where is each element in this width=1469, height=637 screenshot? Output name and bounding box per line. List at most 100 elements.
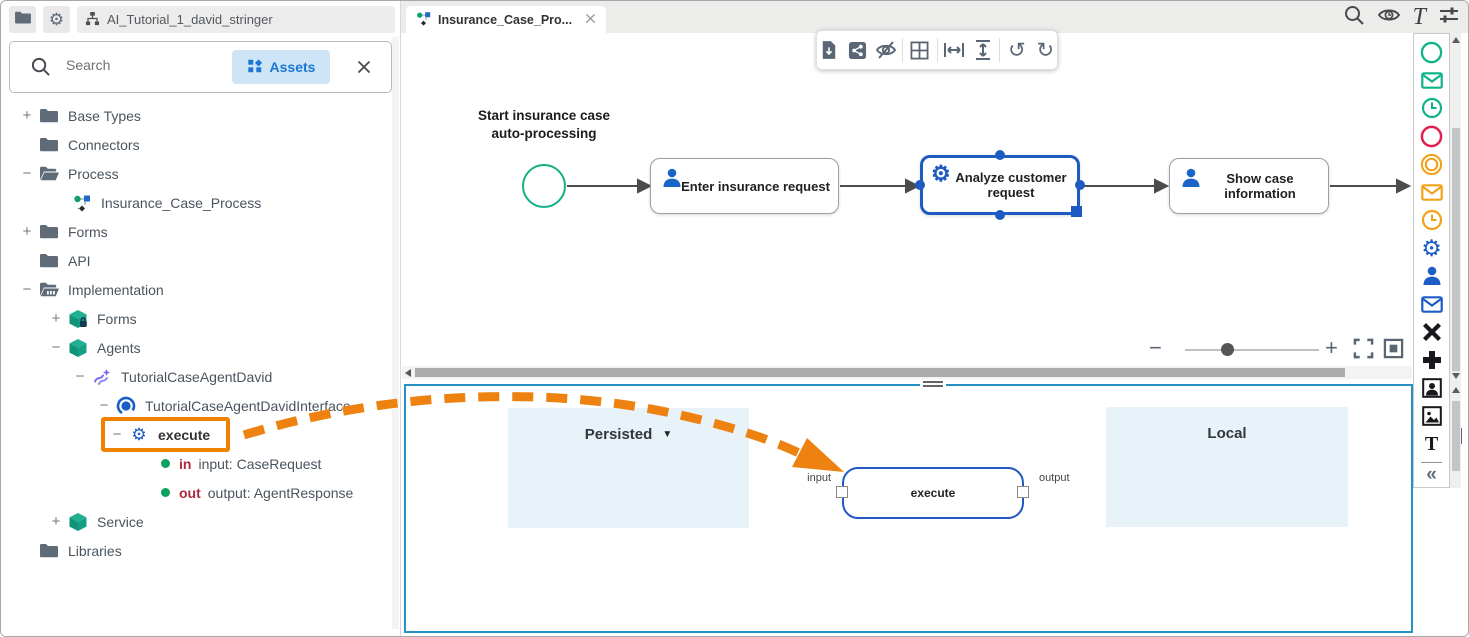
tab-title: Insurance_Case_Pro... <box>438 12 573 27</box>
tree-item-input-parameter[interactable]: in input: CaseRequest <box>1 449 393 478</box>
input-port[interactable] <box>836 486 848 498</box>
expand-toggle[interactable]: + <box>51 310 61 327</box>
parallel-gateway-plus-icon[interactable] <box>1414 346 1449 374</box>
expand-toggle[interactable]: + <box>51 513 61 530</box>
collapse-toggle[interactable]: − <box>99 397 109 414</box>
zoom-in-button[interactable]: + <box>1325 335 1338 360</box>
clear-search-icon[interactable] <box>356 59 372 80</box>
selection-handle-corner[interactable] <box>1071 206 1082 217</box>
folder-button[interactable] <box>9 6 36 33</box>
service-gear-icon[interactable]: ⚙ <box>1421 234 1442 261</box>
image-icon[interactable] <box>1414 402 1449 430</box>
end-event-circle-icon[interactable] <box>1414 122 1449 150</box>
task-enter-insurance-request[interactable]: Enter insurance request <box>650 158 839 214</box>
tune-icon[interactable] <box>1438 4 1460 31</box>
scrollbar-thumb[interactable] <box>1451 401 1460 471</box>
local-scope-box[interactable]: Local <box>1106 407 1348 527</box>
scroll-up-icon[interactable] <box>1452 37 1460 43</box>
selection-handle-left[interactable] <box>915 180 925 190</box>
toolbar-separator <box>902 38 904 62</box>
hide-eye-icon[interactable] <box>874 36 897 64</box>
intermediate-event-icon[interactable] <box>1414 150 1449 178</box>
tree-item-service[interactable]: + Service <box>1 507 393 536</box>
export-file-icon[interactable] <box>817 36 840 64</box>
left-panel-scrollbar[interactable] <box>392 37 399 629</box>
tree-item-insurance-case-process[interactable]: Insurance_Case_Process <box>1 188 393 217</box>
vertical-space-icon[interactable] <box>971 36 994 64</box>
tree-item-implementation[interactable]: − Implementation <box>1 275 393 304</box>
tree-item-api[interactable]: API <box>1 246 393 275</box>
tree-item-output-parameter[interactable]: out output: AgentResponse <box>1 478 393 507</box>
exclusive-gateway-x-icon[interactable] <box>1414 318 1449 346</box>
scroll-left-icon[interactable] <box>405 368 411 377</box>
collapse-palette-icon[interactable]: « <box>1426 464 1437 485</box>
text-style-icon[interactable]: T <box>1412 4 1426 30</box>
expand-toggle[interactable]: + <box>22 107 32 124</box>
tab-insurance-case-process[interactable]: Insurance_Case_Pro... <box>406 6 607 33</box>
palette-scrollbar[interactable] <box>1450 33 1461 488</box>
search-icon[interactable] <box>1343 4 1365 31</box>
redo-icon[interactable]: ↻ <box>1036 38 1055 62</box>
parameter-direction: out <box>179 484 201 501</box>
zoom-out-button[interactable]: − <box>1149 335 1162 360</box>
start-event-node[interactable] <box>522 164 566 208</box>
zoom-slider-track[interactable] <box>1185 349 1319 351</box>
tree-item-label: Process <box>68 165 119 182</box>
tree-item-connectors[interactable]: Connectors <box>1 130 393 159</box>
selection-handle-bottom[interactable] <box>995 210 1005 220</box>
tree-item-impl-forms[interactable]: + Forms <box>1 304 393 333</box>
search-input[interactable] <box>64 56 218 74</box>
persisted-scope-box[interactable]: Persisted ▼ <box>508 408 749 528</box>
task-analyze-customer-request[interactable]: ⚙ Analyze customer request <box>920 155 1080 215</box>
tree-item-agents[interactable]: − Agents <box>1 333 393 362</box>
text-icon[interactable]: T <box>1424 432 1439 455</box>
collapse-toggle[interactable]: − <box>75 368 85 385</box>
preview-eye-icon[interactable] <box>1377 5 1401 30</box>
tree-item-tutorial-case-agent-david-interface[interactable]: − TutorialCaseAgentDavidInterface <box>1 391 393 420</box>
assets-filter-button[interactable]: Assets <box>232 50 330 84</box>
user-image-icon[interactable] <box>1414 374 1449 402</box>
folder-icon <box>37 252 61 269</box>
message-teal-icon[interactable] <box>1414 66 1449 94</box>
execute-highlight-box[interactable]: − ⚙ execute <box>101 417 231 452</box>
zoom-slider-thumb[interactable] <box>1221 343 1234 356</box>
message-blue-icon[interactable] <box>1414 290 1449 318</box>
timer-teal-icon[interactable] <box>1414 94 1449 122</box>
scroll-up-icon[interactable] <box>1452 387 1460 393</box>
tree-item-tutorial-case-agent-david[interactable]: − TutorialCaseAgentDavid <box>1 362 393 391</box>
start-event-circle-icon[interactable] <box>1414 38 1449 66</box>
output-port[interactable] <box>1017 486 1029 498</box>
message-amber-icon[interactable] <box>1414 178 1449 206</box>
task-show-case-information[interactable]: Show case information <box>1169 158 1329 214</box>
close-tab-icon[interactable] <box>585 13 596 27</box>
caret-down-icon[interactable]: ▼ <box>662 429 673 440</box>
horizontal-space-icon[interactable] <box>942 36 965 64</box>
scroll-down-icon[interactable] <box>1452 373 1460 379</box>
collapse-toggle[interactable]: − <box>22 165 32 182</box>
selection-handle-right[interactable] <box>1075 180 1085 190</box>
settings-button[interactable]: ⚙ <box>43 6 70 33</box>
undo-icon[interactable]: ↺ <box>1008 38 1026 62</box>
tree-item-forms[interactable]: + Forms <box>1 217 393 246</box>
tree-item-execute[interactable]: − ⚙ execute <box>1 417 393 452</box>
fullscreen-icon[interactable] <box>1353 338 1374 364</box>
scrollbar-thumb[interactable] <box>1451 128 1460 371</box>
grid-icon[interactable] <box>908 36 931 64</box>
expand-toggle[interactable]: + <box>22 223 32 240</box>
execute-operation-node[interactable]: execute <box>842 467 1024 519</box>
collapse-toggle[interactable]: − <box>112 426 122 443</box>
panel-drag-handle[interactable] <box>920 379 946 388</box>
project-tab[interactable]: AI_Tutorial_1_david_stringer <box>77 6 395 33</box>
horizontal-scrollbar[interactable] <box>402 366 1412 379</box>
tree-item-base-types[interactable]: + Base Types <box>1 101 393 130</box>
scrollbar-thumb[interactable] <box>415 368 1345 377</box>
tree-item-process[interactable]: − Process <box>1 159 393 188</box>
user-task-icon[interactable] <box>1414 262 1449 290</box>
share-icon[interactable] <box>845 36 868 64</box>
collapse-toggle[interactable]: − <box>51 339 61 356</box>
collapse-toggle[interactable]: − <box>22 281 32 298</box>
fit-to-screen-icon[interactable] <box>1383 338 1404 364</box>
tree-item-libraries[interactable]: Libraries <box>1 536 393 565</box>
timer-amber-icon[interactable] <box>1414 206 1449 234</box>
selection-handle-top[interactable] <box>995 150 1005 160</box>
